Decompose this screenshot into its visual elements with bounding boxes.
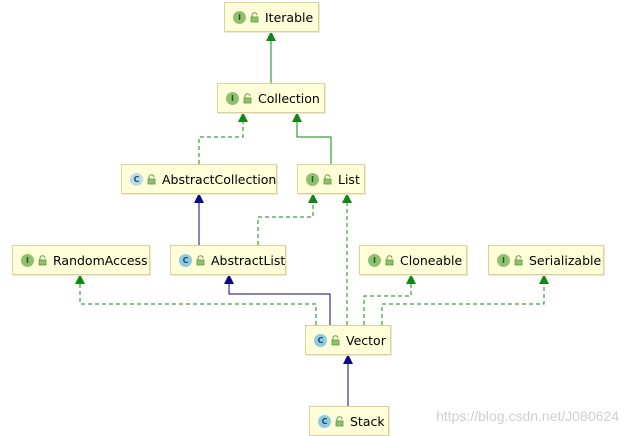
edge-abstract-collection-to-collection bbox=[198, 112, 248, 164]
edge-abstract-list-to-list bbox=[257, 193, 318, 245]
interface-icon: I bbox=[368, 253, 381, 267]
edge-list-to-collection bbox=[292, 112, 332, 164]
interface-icon: I bbox=[497, 253, 510, 267]
watermark: https://blog.csdn.net/J080624 bbox=[436, 408, 619, 424]
lock-icon bbox=[196, 254, 205, 265]
lock-icon bbox=[250, 11, 259, 22]
node-label: RandomAccess bbox=[53, 252, 148, 268]
node-label: Serializable bbox=[529, 252, 602, 268]
edge-vector-to-cloneable bbox=[363, 274, 416, 325]
node-collection[interactable]: I Collection bbox=[217, 83, 325, 113]
abstract-class-icon: C bbox=[130, 172, 143, 186]
node-label: Stack bbox=[350, 413, 385, 429]
lock-icon bbox=[38, 254, 47, 265]
lock-icon bbox=[243, 92, 252, 103]
node-abstract-collection[interactable]: C AbstractCollection bbox=[121, 164, 277, 194]
interface-icon: I bbox=[21, 253, 34, 267]
node-serializable[interactable]: I Serializable bbox=[488, 245, 604, 275]
node-stack[interactable]: C Stack bbox=[309, 406, 389, 436]
class-icon: C bbox=[179, 253, 192, 267]
lock-icon bbox=[323, 173, 332, 184]
node-iterable[interactable]: I Iterable bbox=[224, 2, 319, 32]
node-label: AbstractCollection bbox=[162, 171, 277, 187]
edge-vector-to-serializable bbox=[381, 274, 549, 325]
lock-icon bbox=[147, 173, 156, 184]
node-random-access[interactable]: I RandomAccess bbox=[12, 245, 150, 275]
node-vector[interactable]: C Vector bbox=[305, 325, 391, 355]
class-icon: C bbox=[318, 414, 331, 428]
edge-vector-to-abstract-list bbox=[224, 274, 331, 325]
interface-icon: I bbox=[226, 91, 239, 105]
interface-icon: I bbox=[233, 10, 246, 24]
interface-icon: I bbox=[306, 172, 319, 186]
node-label: Cloneable bbox=[400, 252, 463, 268]
node-label: List bbox=[338, 171, 360, 187]
node-abstract-list[interactable]: C AbstractList bbox=[170, 245, 286, 275]
node-label: Collection bbox=[258, 90, 320, 106]
class-icon: C bbox=[314, 333, 327, 347]
node-cloneable[interactable]: I Cloneable bbox=[359, 245, 467, 275]
edge-vector-to-random-access bbox=[75, 274, 317, 325]
node-label: Iterable bbox=[265, 9, 314, 25]
node-label: AbstractList bbox=[211, 252, 286, 268]
node-label: Vector bbox=[346, 332, 386, 348]
lock-icon bbox=[514, 254, 523, 265]
node-list[interactable]: I List bbox=[297, 164, 365, 194]
lock-icon bbox=[335, 415, 344, 426]
lock-icon bbox=[331, 334, 340, 345]
lock-icon bbox=[385, 254, 394, 265]
